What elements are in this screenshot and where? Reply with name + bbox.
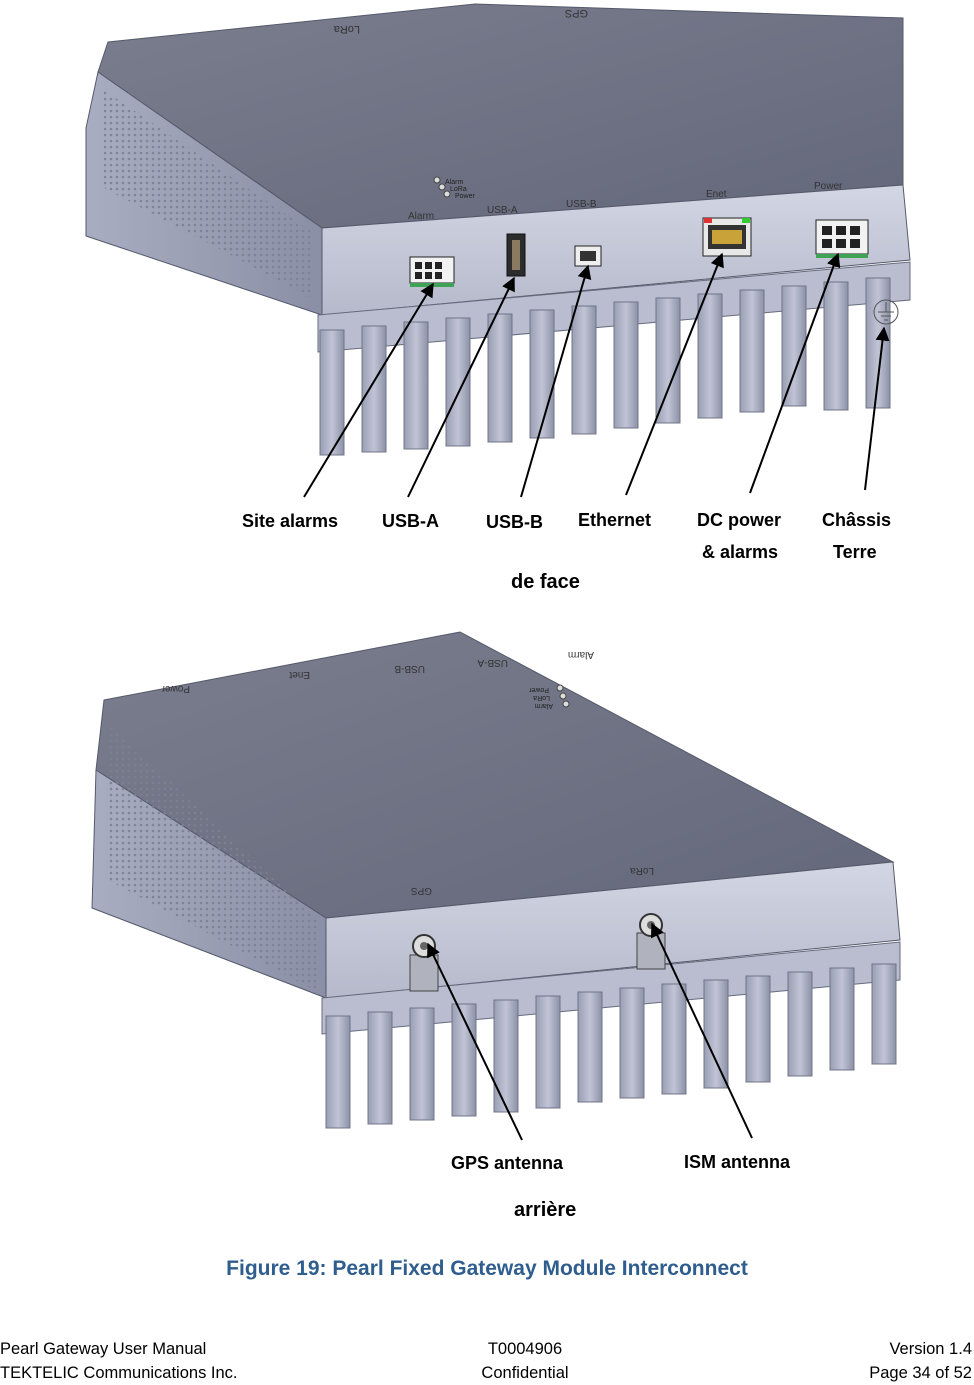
front-view-device: LoRa GPS Alarm LoRa Power Alarm USB-A US… [85, 3, 911, 456]
footer-document-number: T0004906 [487, 1340, 563, 1358]
ethernet-connector [702, 217, 752, 257]
rear-led-label-power: Power [528, 686, 549, 693]
rear-connector-panel [325, 861, 901, 999]
rear-view-label: arrière [514, 1199, 576, 1221]
ism-antenna-connector [636, 913, 666, 970]
arrow-site-alarms [303, 282, 434, 498]
front-top-label-gps: GPS [565, 7, 588, 19]
callout-ethernet: Ethernet [578, 510, 651, 530]
rear-panel-label-lora: LoRa [630, 865, 654, 876]
front-panel-label-usb-b: USB-B [566, 199, 597, 210]
footer-company: TEKTELIC Communications Inc. [0, 1364, 238, 1382]
rear-top-label-enet: Enet [289, 669, 310, 680]
callout-ism-antenna: ISM antenna [684, 1152, 791, 1172]
callout-usb-a: USB-A [382, 511, 439, 531]
front-view-label: de face [511, 571, 580, 593]
rear-status-leds: Power LoRa Alarm [528, 684, 570, 709]
rear-view-device: Power Enet USB-B USB-A Alarm Power LoRa … [91, 631, 901, 1129]
arrow-dc-power [749, 252, 841, 494]
front-panel-label-alarm: Alarm [408, 211, 434, 222]
arrow-ism-antenna [650, 922, 753, 1139]
callout-chassis-line1: Châssis [822, 510, 891, 530]
front-panel-label-power: Power [814, 181, 843, 192]
front-status-leds: Alarm LoRa Power [433, 176, 476, 200]
front-connector-panel [321, 184, 911, 316]
front-led-label-alarm: Alarm [445, 179, 463, 186]
rear-top-label-alarm: Alarm [568, 649, 594, 660]
front-led-label-lora: LoRa [450, 186, 467, 193]
front-vent-grille [104, 90, 312, 298]
arrow-ethernet [625, 252, 724, 496]
footer-classification: Confidential [481, 1364, 569, 1382]
rear-top-label-usb-a: USB-A [477, 657, 508, 668]
usb-b-connector [574, 245, 602, 267]
arrow-usb-a [407, 276, 515, 498]
gps-antenna-connector [409, 934, 439, 992]
arrow-chassis [864, 326, 890, 491]
arrow-usb-b [520, 264, 592, 498]
arrow-gps-antenna [427, 942, 523, 1141]
rear-callout-arrows [427, 922, 753, 1141]
chassis-ground-symbol [873, 299, 899, 325]
front-led-label-power: Power [455, 193, 476, 200]
callout-gps-antenna: GPS antenna [451, 1153, 564, 1173]
callout-dc-power-line1: DC power [697, 510, 781, 530]
rear-panel-label-gps: GPS [411, 885, 432, 896]
callout-site-alarms: Site alarms [242, 511, 338, 531]
usb-a-connector [506, 233, 526, 277]
rear-led-label-lora: LoRa [533, 694, 550, 701]
front-callout-arrows [303, 252, 890, 498]
rear-top-label-usb-b: USB-B [394, 663, 425, 674]
footer-right: Version 1.4 Page 34 of 52 [869, 1337, 972, 1385]
rear-heatsink-fins [325, 963, 897, 1129]
figure-caption: Figure 19: Pearl Fixed Gateway Module In… [226, 1257, 748, 1280]
rear-vent-grille [108, 724, 318, 992]
site-alarms-connector [409, 256, 455, 287]
front-top-label-lora: LoRa [333, 23, 360, 35]
front-panel-label-usb-a: USB-A [487, 205, 518, 216]
callout-dc-power-line2: & alarms [702, 542, 778, 562]
footer-document-title: Pearl Gateway User Manual [0, 1340, 207, 1358]
rear-top-label-power: Power [161, 683, 190, 694]
footer-version: Version 1.4 [889, 1340, 972, 1358]
interconnect-illustration: LoRa GPS Alarm LoRa Power Alarm USB-A US… [85, 3, 911, 1221]
footer-center: T0004906 Confidential [0, 1337, 974, 1385]
front-panel-label-enet: Enet [706, 189, 727, 200]
footer-page-number: Page 34 of 52 [869, 1364, 972, 1382]
front-heatsink-fins [319, 277, 891, 456]
footer-left: Pearl Gateway User Manual TEKTELIC Commu… [0, 1337, 238, 1385]
callout-chassis-line2: Terre [833, 542, 877, 562]
rear-led-label-alarm: Alarm [535, 702, 553, 709]
dc-power-connector [815, 219, 869, 258]
callout-usb-b: USB-B [486, 512, 543, 532]
